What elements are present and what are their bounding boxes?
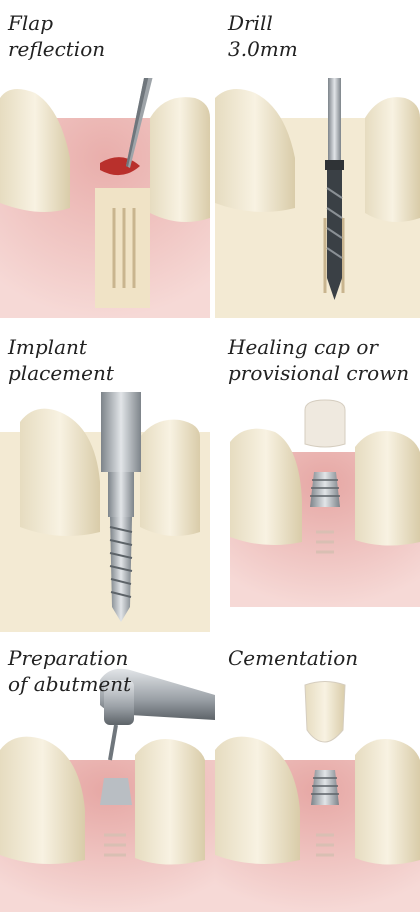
tooth-right <box>355 431 420 546</box>
panel-healing-cap <box>230 392 420 607</box>
preparation-abutment-illustration <box>0 660 215 912</box>
tooth-right <box>140 420 200 536</box>
caption-preparation-abutment: Preparation of abutment <box>8 645 131 697</box>
tooth-left <box>215 737 300 864</box>
implant-placement-illustration <box>0 392 210 632</box>
bur-icon <box>110 725 116 760</box>
drill-illustration <box>215 78 420 318</box>
abutment-icon <box>100 778 132 805</box>
tooth-left <box>20 409 100 536</box>
caption-flap-reflection: Flap reflection <box>8 10 105 62</box>
tooth-right <box>150 97 210 222</box>
panel-cementation <box>215 680 420 912</box>
crown-icon <box>305 682 345 743</box>
caption-healing-cap: Healing cap or provisional crown <box>228 334 409 386</box>
tooth-right <box>355 739 420 865</box>
abutment-icon <box>311 770 339 805</box>
caption-implant-placement: Implant placement <box>8 334 114 386</box>
panel-flap-reflection <box>0 78 210 318</box>
caption-cementation: Cementation <box>228 645 358 671</box>
panel-preparation-abutment <box>0 660 215 912</box>
tooth-left <box>230 429 302 545</box>
healing-cap-icon <box>305 400 345 447</box>
tooth-left <box>0 89 70 212</box>
flap-reflection-illustration <box>0 78 210 318</box>
tooth-right <box>365 97 420 222</box>
tooth-left <box>215 89 295 212</box>
tooth-right <box>135 739 205 865</box>
tooth-left <box>0 737 85 864</box>
driver-head-icon <box>101 392 141 472</box>
healing-cap-illustration <box>230 392 420 607</box>
caption-drill: Drill 3.0mm <box>228 10 298 62</box>
abutment-icon <box>310 472 340 507</box>
panel-implant-placement <box>0 392 210 632</box>
panel-drill <box>215 78 420 318</box>
drill-shaft-icon <box>328 78 341 170</box>
cementation-illustration <box>215 680 420 912</box>
